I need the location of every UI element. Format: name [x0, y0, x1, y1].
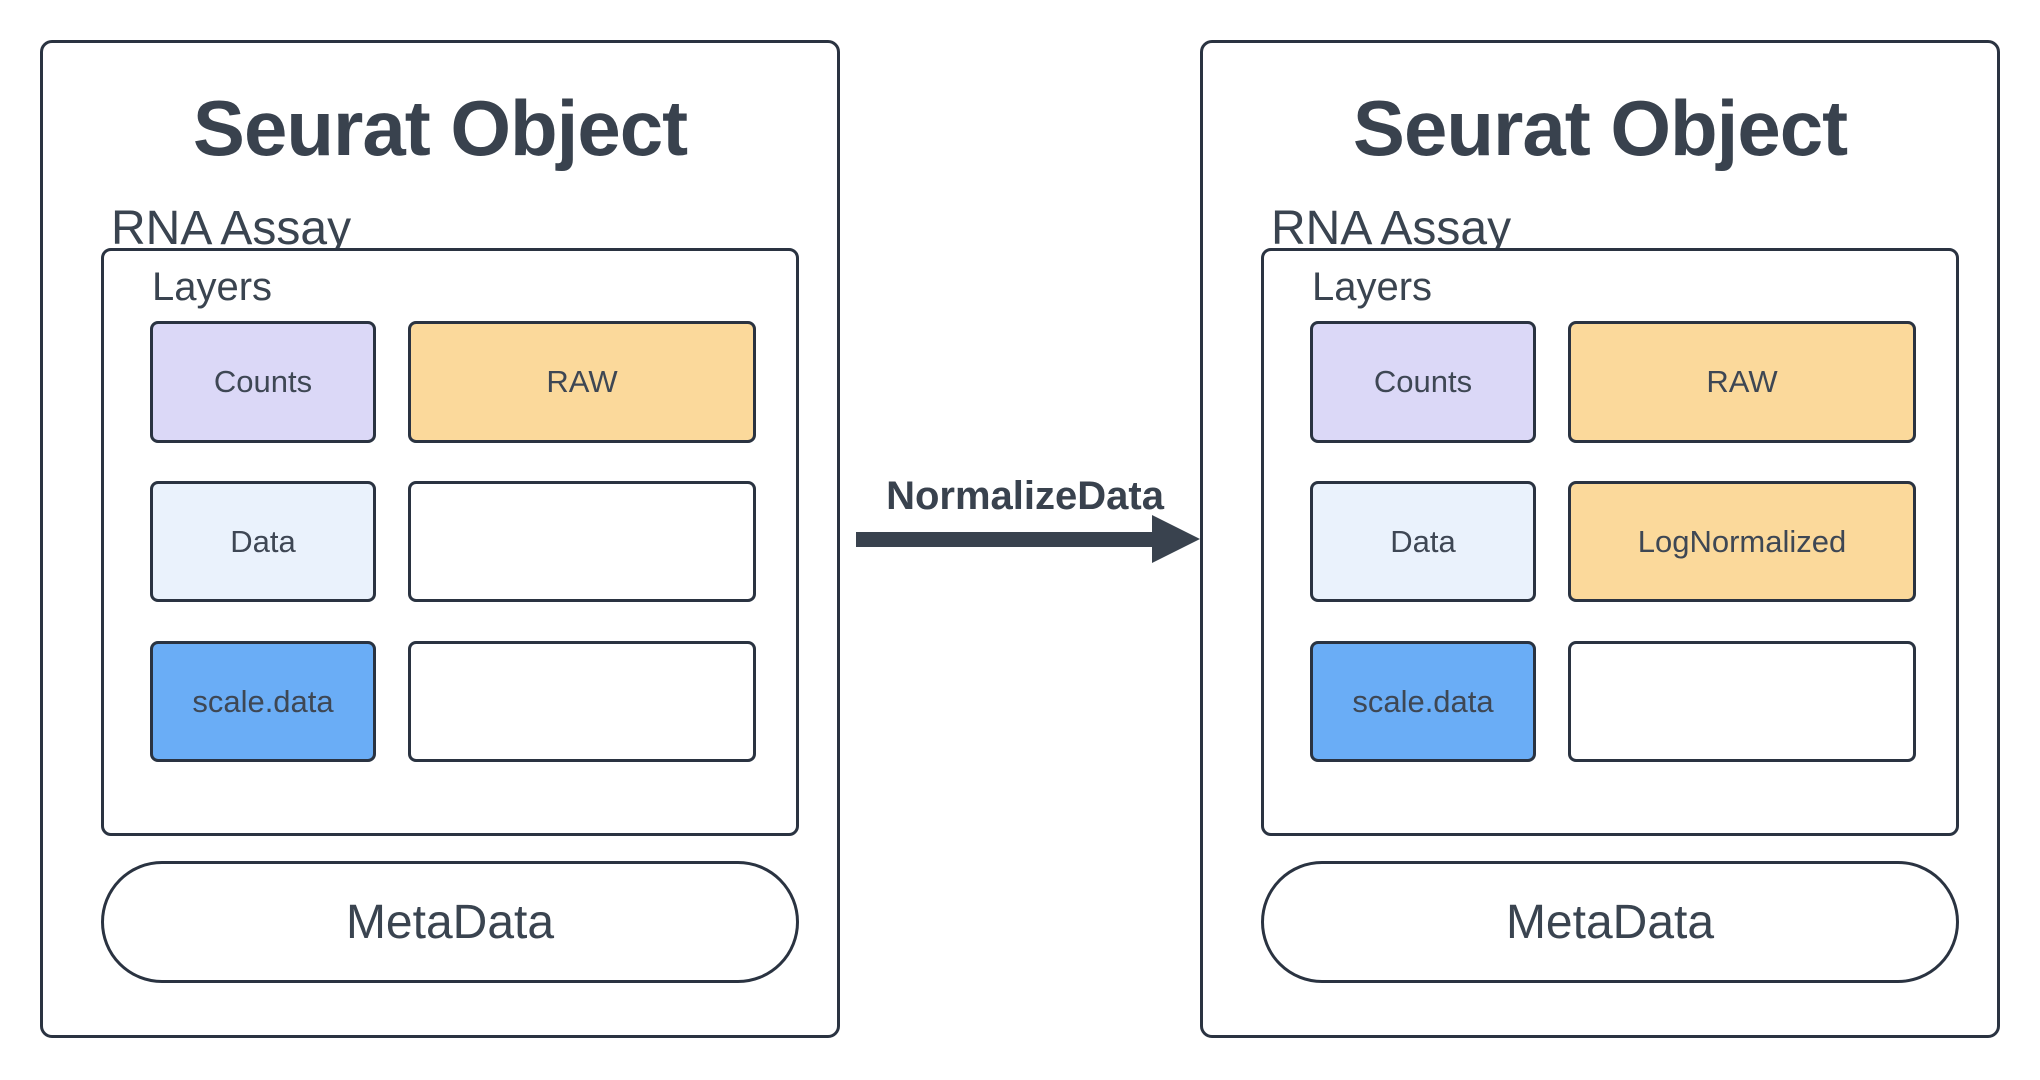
- layer-cell-counts: Counts: [150, 321, 376, 443]
- layer-cell-empty: [408, 641, 756, 762]
- layer-cell-label: LogNormalized: [1637, 523, 1847, 559]
- layer-cell-label: Data: [230, 523, 296, 559]
- layer-cell-label: RAW: [1706, 364, 1778, 399]
- layer-cell-label: Counts: [213, 364, 313, 399]
- layer-cell-empty: [408, 481, 756, 602]
- metadata-pill: MetaData: [101, 861, 799, 983]
- layers-box: Layers Counts RAW Data LogNormalized sca…: [1261, 248, 1959, 836]
- metadata-label: MetaData: [1505, 895, 1715, 949]
- layer-cell-data: Data: [150, 481, 376, 602]
- panel-title: Seurat Object: [1352, 84, 1848, 172]
- metadata-label: MetaData: [345, 895, 555, 949]
- layer-cell-label: RAW: [546, 364, 618, 399]
- seurat-object-box-left: Seurat Object RNA Assay Layers Counts RA…: [40, 40, 840, 1038]
- layer-cell-label: Data: [1390, 523, 1456, 559]
- panel-title: Seurat Object: [192, 84, 688, 172]
- layer-cell-empty: [1568, 641, 1916, 762]
- layer-cell-raw: RAW: [1568, 321, 1916, 443]
- layer-cell-label: scale.data: [192, 683, 334, 719]
- layer-cell-data: Data: [1310, 481, 1536, 602]
- layer-cell-label: Counts: [1373, 364, 1473, 399]
- layer-cell-lognormalized: LogNormalized: [1568, 481, 1916, 602]
- layer-cell-label: scale.data: [1352, 683, 1494, 719]
- layers-label: Layers: [152, 265, 273, 309]
- normalizedata-arrow-head-icon: [1152, 515, 1200, 563]
- metadata-pill: MetaData: [1261, 861, 1959, 983]
- layer-cell-scale-data: scale.data: [1310, 641, 1536, 762]
- layer-cell-scale-data: scale.data: [150, 641, 376, 762]
- seurat-object-box-right: Seurat Object RNA Assay Layers Counts RA…: [1200, 40, 2000, 1038]
- rna-assay-label: RNA Assay: [1271, 202, 1512, 255]
- normalizedata-arrow-shaft: [856, 532, 1156, 547]
- layer-cell-counts: Counts: [1310, 321, 1536, 443]
- arrow-label: NormalizeData: [886, 474, 1164, 518]
- layers-box: Layers Counts RAW Data scale.data: [101, 248, 799, 836]
- rna-assay-label: RNA Assay: [111, 202, 352, 255]
- layers-label: Layers: [1312, 265, 1433, 309]
- layer-cell-raw: RAW: [408, 321, 756, 443]
